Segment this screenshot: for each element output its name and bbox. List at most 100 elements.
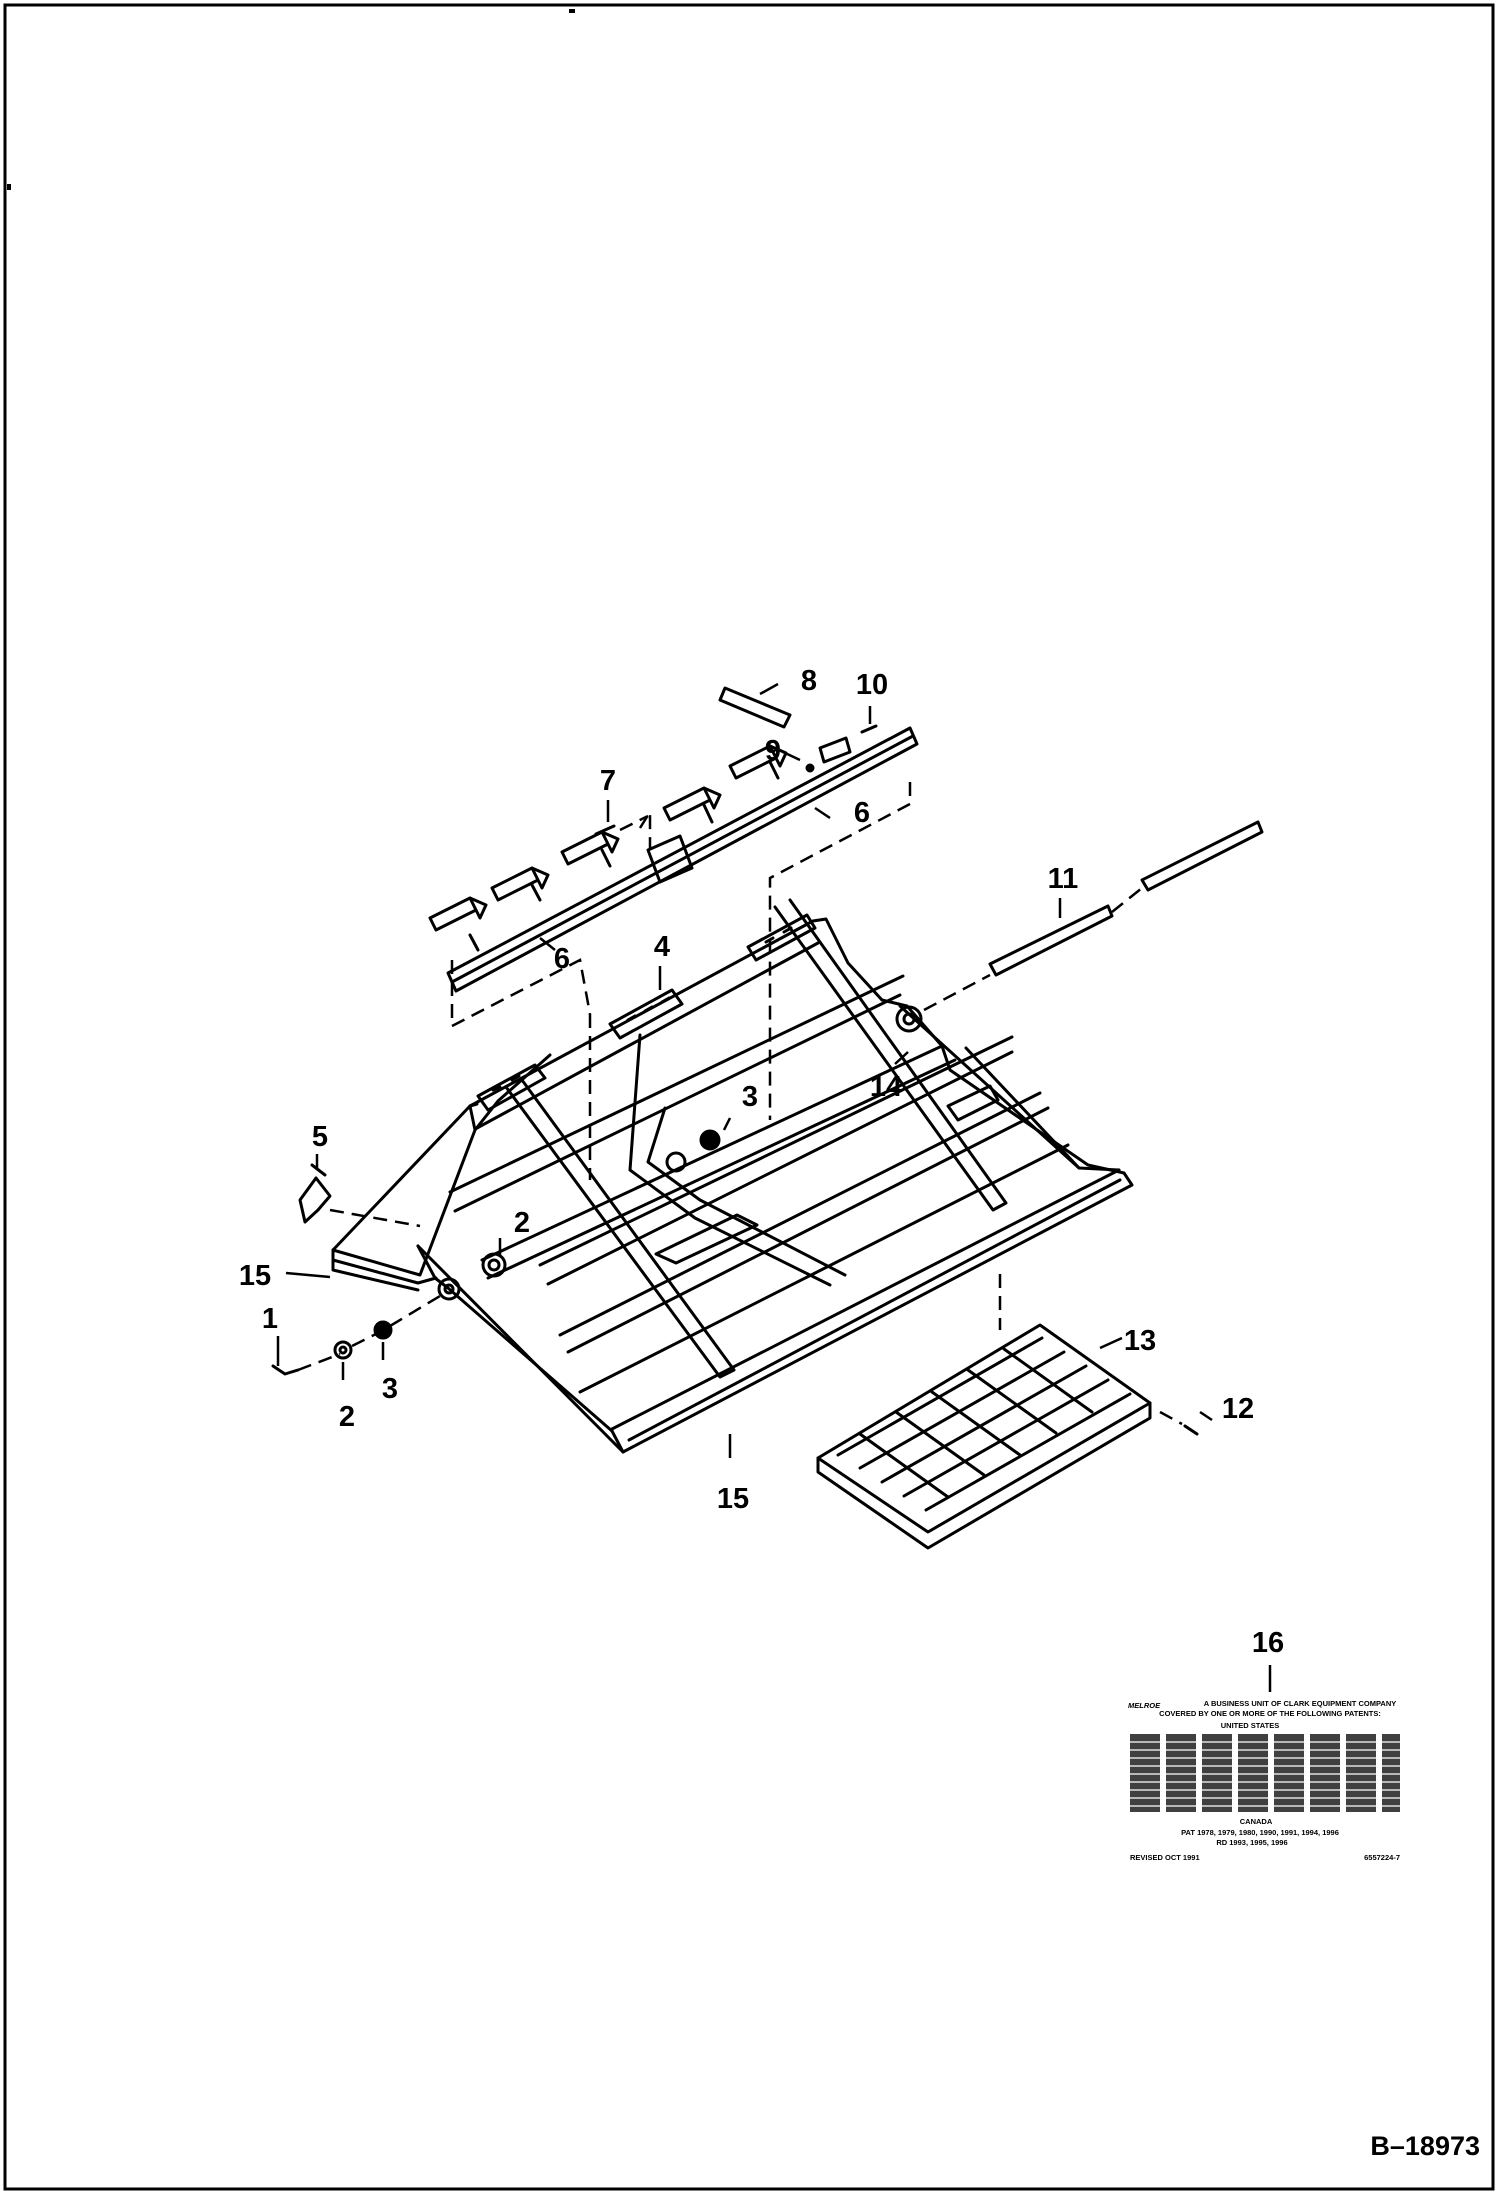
center-plate-inner (646, 1106, 847, 1277)
lug-holes (491, 926, 793, 1092)
leader-15a (285, 1271, 331, 1279)
leader-6a (539, 937, 556, 951)
center-plate (628, 1033, 832, 1287)
tooth-bar-centerline (450, 734, 915, 984)
callout-6: 6 (554, 943, 570, 975)
callout-3: 3 (742, 1081, 758, 1113)
tube-pieces (988, 820, 1264, 977)
center-pivot-ring (665, 1151, 687, 1173)
border-mark (7, 184, 11, 190)
left-pivot-ring (437, 1277, 461, 1301)
callout-5: 5 (312, 1121, 328, 1153)
callout-6: 6 (854, 797, 870, 829)
callout-2: 2 (514, 1207, 530, 1239)
tooth (428, 896, 488, 932)
callout-8: 8 (801, 665, 817, 697)
decal-brand: MELROE (1128, 1701, 1161, 1710)
tooth-lug-left (476, 1063, 547, 1112)
pivot-bushing-2 (481, 1252, 507, 1278)
tooth-lug-center (608, 988, 684, 1040)
decal-header-1: A BUSINESS UNIT OF CLARK EQUIPMENT COMPA… (1204, 1699, 1397, 1708)
top-rail-lower (475, 941, 820, 1130)
patent-decal: MELROE A BUSINESS UNIT OF CLARK EQUIPMEN… (1128, 1699, 1402, 1862)
leader-3b (722, 1117, 732, 1131)
callout-15: 15 (239, 1260, 271, 1292)
bolt-head-10 (818, 736, 852, 764)
tooth (662, 786, 722, 822)
callout-9: 9 (765, 735, 781, 767)
page-border (3, 3, 1495, 2191)
leader-8 (759, 682, 779, 696)
callout-13: 13 (1124, 1325, 1156, 1357)
leader-6b (814, 806, 831, 820)
frame-lip (610, 1178, 1122, 1454)
callout-7: 7 (600, 765, 616, 797)
frame-inner-front (610, 1168, 1121, 1431)
callout-12: 12 (1222, 1393, 1254, 1425)
callout-2: 2 (339, 1401, 355, 1433)
callout-labels: 1 2 2 3 3 4 5 6 6 7 8 9 10 11 12 13 14 1… (239, 665, 1284, 1659)
dash-hardware (297, 1294, 441, 1372)
callout-10: 10 (856, 669, 888, 701)
callout-3: 3 (382, 1373, 398, 1405)
tooth-bar-assembly (428, 686, 919, 993)
frame-left-foot (331, 1258, 438, 1285)
leader-lines (276, 682, 1272, 1692)
decal-header-2: COVERED BY ONE OR MORE OF THE FOLLOWING … (1159, 1709, 1381, 1718)
washer-2-hole (338, 1345, 348, 1355)
grease-fitting-5 (298, 1163, 332, 1224)
decal-part-number: 6557224-7 (1364, 1853, 1400, 1862)
left-upright-face (331, 1104, 477, 1277)
decal-country-ca: CANADA (1240, 1817, 1273, 1826)
decal-patent-line-2: RD 1993, 1995, 1996 (1216, 1838, 1287, 1847)
step-grille-rows (836, 1336, 1132, 1512)
decal-country-us: UNITED STATES (1221, 1721, 1279, 1730)
border-mark (569, 9, 575, 13)
tube-11-b (1140, 820, 1264, 892)
loose-hardware (271, 1163, 393, 1376)
frame-left-foot-edge (331, 1248, 420, 1292)
callout-15: 15 (717, 1483, 749, 1515)
washer-2 (333, 1340, 353, 1360)
channel-bracket-right (946, 1084, 1000, 1122)
dash-pin-7 (619, 814, 649, 832)
left-upright-top (473, 1053, 552, 1132)
pivot-bushing-2-hole (487, 1258, 501, 1272)
callout-14: 14 (870, 1071, 902, 1103)
bolt-10 (860, 724, 878, 734)
dash-tube-11 (923, 973, 991, 1012)
tooth-bar-coupler (646, 834, 694, 884)
callout-11: 11 (1048, 863, 1079, 895)
step-grille-cols (858, 1347, 1094, 1499)
drawing-id: B–18973 (1370, 2131, 1480, 2161)
cross-bar-mid (480, 1044, 944, 1262)
diagonal-brace-left (504, 1078, 736, 1379)
tooth-lug-right (746, 913, 817, 962)
step-grille (816, 1323, 1199, 1550)
leader-13 (1099, 1336, 1123, 1350)
decal-revised: REVISED OCT 1991 (1130, 1853, 1200, 1862)
washer-9 (805, 763, 815, 773)
dash-screw-12 (1159, 1410, 1183, 1426)
patent-grid-lines (1128, 1741, 1402, 1807)
frame-right-side (880, 998, 1126, 1175)
bolt-1 (271, 1364, 300, 1376)
left-pivot-hole (443, 1283, 455, 1295)
cross-bar-back2 (453, 993, 902, 1213)
tooth-bar (446, 726, 919, 993)
tooth-exploded-8 (718, 686, 792, 729)
callout-4: 4 (654, 931, 670, 963)
dash-tooth-bar-left (450, 958, 592, 1029)
callout-16: 16 (1252, 1627, 1284, 1659)
frame-front-edge (416, 1171, 1134, 1454)
tooth (560, 830, 620, 866)
nut-3-mounted (699, 1129, 721, 1151)
frame-assembly (331, 898, 1134, 1454)
dash-fitting-5 (329, 1208, 421, 1228)
floor-channel-1 (538, 1035, 1014, 1286)
leader-12 (1199, 1410, 1213, 1422)
diagonal-brace-right (773, 898, 1008, 1212)
dash-tube-gap (1111, 887, 1143, 913)
